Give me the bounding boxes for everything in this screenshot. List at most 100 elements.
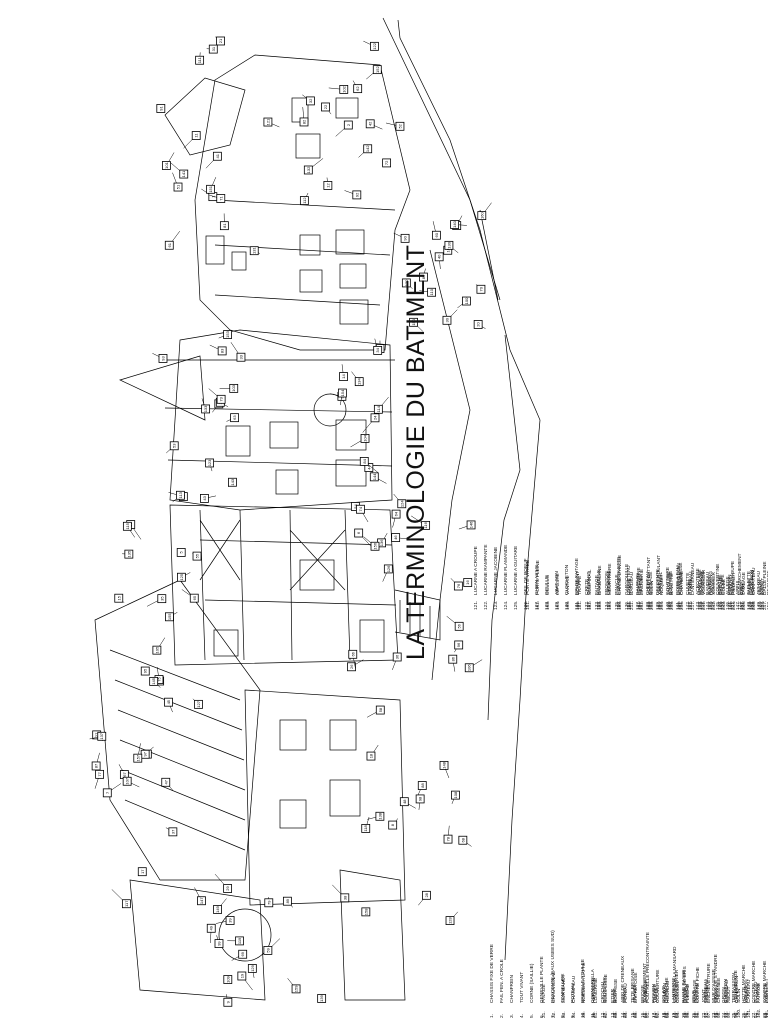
callout-box — [321, 102, 330, 112]
callout-tag: 105 — [152, 637, 166, 655]
callout-box — [223, 884, 233, 893]
window — [225, 425, 251, 457]
callout-box — [121, 899, 131, 909]
callout-tag: 61 — [164, 230, 181, 250]
legend-term: CHEMINEE — [716, 977, 722, 1003]
callout-box — [359, 457, 369, 466]
callout-box — [194, 699, 203, 709]
callout-box — [417, 781, 427, 790]
callout-box — [156, 104, 166, 113]
legend-term: CULEE — [722, 579, 728, 595]
callout-tag: 128 — [445, 911, 459, 925]
callout-box — [161, 777, 171, 787]
callout-number: 53 — [172, 443, 177, 448]
legend-term: SOMMIER — [712, 572, 718, 595]
callout-number: 55 — [195, 553, 200, 558]
legend-entry: 31.PAVAGE — [540, 946, 550, 1018]
callout-tag: 100 — [457, 296, 471, 309]
legend-term: CHANFREIN — [510, 975, 516, 1003]
callout-number: 22 — [323, 104, 328, 109]
callout-box — [401, 278, 411, 288]
window — [329, 719, 357, 751]
callout-tag: 125 — [177, 572, 191, 582]
callout-tag: 73 — [208, 388, 226, 404]
callout-box — [173, 182, 183, 192]
window — [299, 269, 323, 293]
legend-entry: 245.JAMBAGE — [740, 561, 750, 610]
callout-box — [451, 790, 460, 800]
legend-term: LANTERNEAU — [690, 562, 696, 595]
callout-tag: 124 — [393, 493, 407, 509]
legend-term: SOUPIRAIL — [588, 569, 594, 595]
callout-tag: 19 — [237, 971, 253, 991]
callout-number: 10 — [445, 247, 450, 252]
callout-number: 149 — [215, 905, 220, 912]
callout-tag: 93 — [152, 353, 168, 363]
callout-number: 71 — [218, 195, 223, 200]
callout-number: 138 — [377, 812, 382, 819]
callout-number: 12 — [325, 182, 330, 187]
legend-number: 123. — [494, 600, 500, 610]
legend-number: 65. — [634, 1011, 640, 1018]
callout-number: 92 — [354, 192, 359, 197]
callout-box — [124, 549, 134, 559]
building-1-roof-canopy — [164, 77, 246, 156]
callout-tag: 123 — [205, 458, 214, 472]
callout-tag: 11 — [183, 131, 201, 149]
callout-tag: 109 — [223, 975, 233, 984]
legend-term: LUCARNE A CROUPE — [474, 546, 479, 595]
callout-number: 75 — [156, 677, 161, 682]
callout-number: 78 — [446, 836, 451, 841]
legend-number: 1. — [490, 1013, 495, 1018]
callout-number: 127 — [196, 700, 201, 707]
callout-tag: 66 — [348, 649, 358, 669]
callout-tag: 65 — [181, 589, 199, 603]
legend-number: 98. — [716, 1011, 722, 1018]
callout-tag: 118 — [361, 816, 371, 833]
callout-box — [164, 240, 174, 250]
callout-tag: 15 — [114, 593, 125, 603]
callout-tag: 33 — [230, 342, 246, 362]
callout-tag: 144 — [369, 472, 387, 484]
legend-term: CLOISON — [676, 981, 682, 1003]
callout-tag: 159 — [287, 978, 301, 994]
callout-tag: 32 — [302, 94, 315, 106]
callout-box — [206, 923, 216, 933]
callout-tag: 157 — [133, 743, 143, 763]
callout-box — [149, 676, 159, 686]
callout-tag: 145 — [149, 676, 161, 688]
legend-term: TRAPPE — [578, 575, 583, 595]
callout-tag: 99 — [214, 935, 224, 948]
legend-number: 181. — [578, 600, 583, 610]
callout-box — [212, 151, 222, 161]
callout-number: 82 — [302, 119, 307, 124]
legend-entry: 122.LUCARNE RAMPANTE — [482, 544, 492, 610]
callout-number: 83 — [220, 348, 225, 353]
legend-entry: 243. CULEE — [720, 561, 730, 610]
callout-number: 113 — [178, 491, 183, 498]
callout-tag: 106 — [464, 659, 483, 673]
legend-number: 121. — [474, 600, 479, 610]
legend-entry: 99.ABOUT — [725, 932, 735, 1018]
legend-entry: 244.PIEDROIT — [730, 561, 740, 610]
legend-number: 243. — [722, 600, 728, 610]
callout-box — [434, 252, 444, 262]
callout-tag: 74 — [356, 504, 369, 523]
callout-tag: 108 — [451, 790, 460, 804]
callout-number: 81 — [222, 223, 227, 228]
window — [275, 469, 299, 495]
callout-number: 148 — [442, 761, 447, 768]
legend-entry: 247.DALLE PLEINE — [761, 561, 768, 610]
callout-box — [421, 520, 431, 530]
legend-term: VOUSSOIR — [702, 569, 707, 595]
callout-number: 154 — [340, 389, 345, 396]
callout-number: 120 — [404, 279, 409, 286]
legend-term: LUCARNE RAMPANTE — [484, 544, 490, 595]
callout-box — [164, 697, 173, 707]
callout-tag: 34 — [373, 338, 383, 355]
callout-box — [339, 85, 349, 94]
legend-number: 185. — [618, 600, 624, 610]
callout-box — [230, 413, 239, 423]
callout-tag: 55 — [192, 551, 202, 561]
callout-number: 63 — [232, 415, 237, 420]
